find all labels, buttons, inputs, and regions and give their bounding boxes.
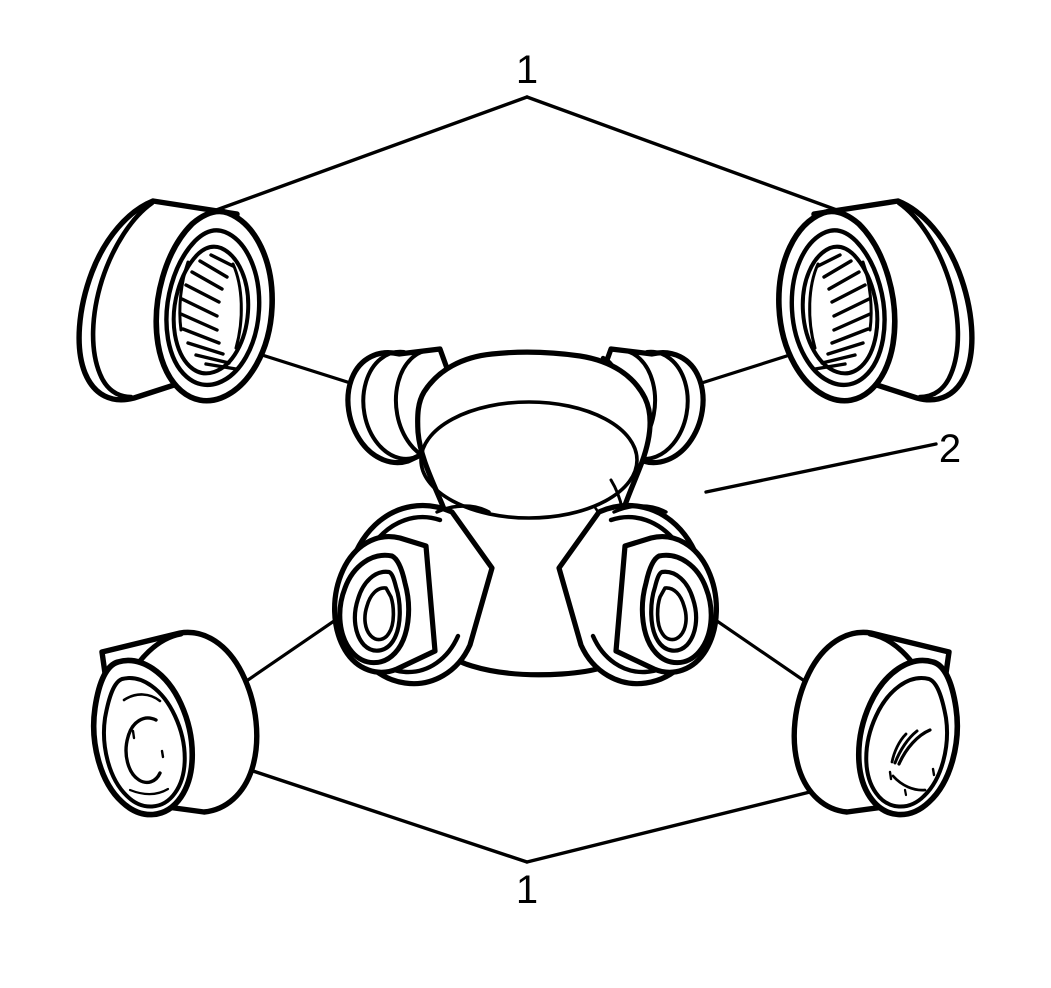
callout-label-1-bottom: 1 [516,868,538,912]
bearing-bottom-right-face-inner [864,676,949,809]
needle-roller [190,270,224,291]
needle-roller-end-arc [178,260,190,332]
bearing-bottom-left-face-outer [90,657,195,818]
needle-roller [180,297,219,318]
needle-roller [827,270,861,291]
bearing-bottom-right-face-scratch-1 [897,728,932,766]
bearing-bottom-left-face-inner [102,676,187,809]
needle-roller [186,341,225,356]
needle-roller-end-arc [861,260,873,332]
bearing-bottom-right-face-scratch-4 [891,774,927,792]
bearing-bottom-left-face-scratch-1 [122,693,162,703]
needle-roller [181,327,221,345]
bearing-top-left-back-edge [90,200,155,400]
bearing-cup-bottom-left [90,629,260,818]
needle-roller [204,362,238,371]
cross-trunnion-lower-right-mid-ring [649,569,699,653]
leader-line-bottom-left [248,768,529,864]
bearing-top-right-needle-rollers [808,253,873,371]
bearing-top-left-bore [171,244,251,376]
bearing-cup-bottom-right [791,629,961,818]
callout-labels-group: 1 2 1 [516,48,961,912]
bearing-bottom-left-face-dot-2 [160,749,165,759]
needle-roller [813,362,847,371]
needle-roller [179,312,219,332]
needle-roller [832,312,872,332]
bearing-top-right-bore [800,244,880,376]
callout-label-2: 2 [939,427,961,471]
needle-roller [830,327,870,345]
leader-line-top-left [206,95,529,215]
bearing-bottom-left-face-scratch-2 [128,787,170,796]
cross-trunnion-lower-right-bore [655,586,688,642]
cross-trunnion-lower-left-bore [363,586,396,642]
bearing-cup-top-right [776,198,975,404]
needle-roller [832,297,871,318]
needle-roller [826,341,865,356]
cross-trunnion-upper-left-collar-a [361,349,415,461]
bearing-bottom-left-face-dot-1 [131,729,136,740]
bearing-bottom-right-face-dot-2 [931,767,936,777]
bearing-bottom-right-face-scratch-2 [893,729,919,765]
leader-line-cross [704,442,938,494]
bearing-bottom-right-face-scratch-3 [890,732,908,764]
bearing-bottom-right-face-dot-3 [903,788,908,797]
bearing-top-left-rim-outer [153,208,275,404]
cross-rear-ridge-left [435,504,491,514]
bearing-bottom-left-face-mark [124,716,162,785]
needle-roller-end-arc-2 [231,262,243,350]
needle-roller [184,283,221,304]
bearing-top-left-rim-inner [164,228,262,387]
needle-roller [820,353,857,365]
bearing-top-right-rim-outer [776,208,898,404]
bearing-cup-top-left [76,198,275,404]
leader-line-top-right [525,95,847,215]
cross-trunnion-upper-right-collar-a [636,349,690,461]
needle-roller [198,259,229,279]
cross-rear-ridge-right [612,504,668,514]
bearing-top-left-needle-rollers [178,253,243,371]
needle-roller-end-arc-2 [808,262,820,350]
leader-line-bottom-right [525,788,820,864]
bearing-bottom-right-face-dot-1 [888,770,893,781]
needle-roller [816,253,842,268]
universal-joint-cross [332,346,719,687]
cross-center-ellipse [419,400,639,520]
assembly-axis-lower-left [227,606,355,695]
needle-roller [194,353,231,365]
bearing-top-right-back-edge [896,200,961,400]
needle-roller [822,259,853,279]
needle-roller [209,253,235,268]
leader-lines-group [206,95,938,864]
cross-trunnion-lower-left-mid-ring [352,569,402,653]
bearing-top-right-rim-inner [789,228,887,387]
needle-roller [830,283,867,304]
callout-label-1-top: 1 [516,48,538,92]
assembly-axis-lower-right [696,606,824,695]
